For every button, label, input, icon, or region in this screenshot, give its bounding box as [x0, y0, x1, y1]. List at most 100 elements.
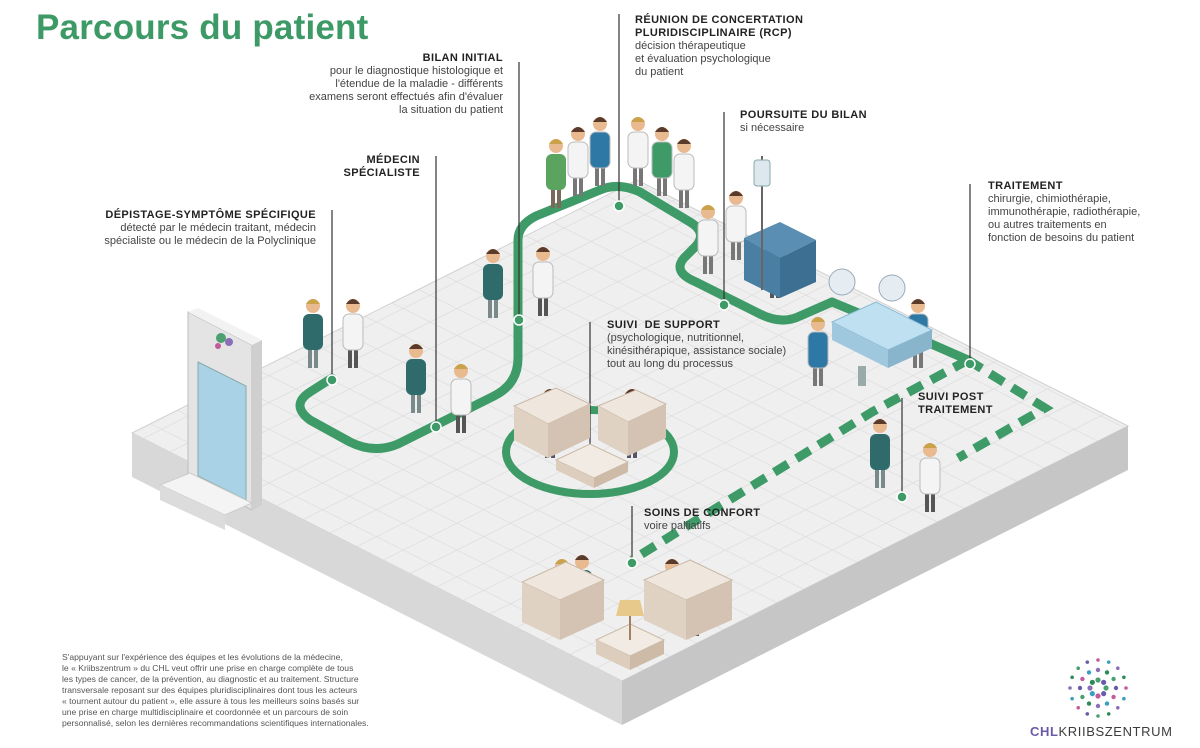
label-poursuite-title: POURSUITE DU BILAN — [740, 109, 867, 121]
logo-dot — [1103, 685, 1109, 691]
logo-dot — [1076, 705, 1081, 710]
marker-depistage — [326, 374, 338, 386]
person-figure — [627, 117, 649, 186]
person-figure — [807, 317, 829, 386]
label-depistage-title: DÉPISTAGE-SYMPTÔME SPÉCIFIQUE — [105, 209, 316, 221]
label-medecin-title: MÉDECIN SPÉCIALISTE — [343, 154, 420, 179]
label-support-title: SUIVI DE SUPPORT — [607, 319, 721, 331]
person-figure — [546, 139, 566, 208]
logo-name: KRIIBSZENTRUM — [1058, 724, 1173, 739]
leader-lines — [331, 14, 971, 562]
person-figure — [725, 191, 747, 260]
logo-dot — [1106, 712, 1111, 716]
label-confort-desc: voire palliatifs — [644, 520, 711, 532]
marker-bilan — [513, 314, 525, 326]
person-figure — [567, 127, 589, 196]
person-figure — [673, 139, 695, 208]
label-bilan-title: BILAN INITIAL — [422, 52, 503, 64]
logo-dot — [1085, 660, 1090, 664]
person-figure — [919, 443, 941, 512]
logo-dot — [1087, 685, 1093, 691]
logo-dot — [1104, 701, 1110, 706]
logo-dot — [1086, 701, 1092, 706]
label-support-desc: (psychologique, nutritionnel, kinésithér… — [607, 332, 787, 370]
logo-dot — [1095, 693, 1101, 699]
support-lounge — [512, 387, 668, 488]
label-confort-title: SOINS DE CONFORT — [644, 507, 761, 519]
logo-wordmark: CHLKRIIBSZENTRUM — [1030, 724, 1173, 739]
logo-dot — [1115, 705, 1120, 710]
logo-dot — [1111, 676, 1116, 682]
label-confort: SOINS DE CONFORT voire palliatifs — [644, 507, 804, 533]
label-traitement-desc: chirurgie, chimiothérapie, immunothérapi… — [988, 193, 1141, 244]
marker-traitement — [964, 358, 976, 370]
person-figure — [342, 299, 364, 368]
label-bilan-desc: pour le diagnostique histologique et l'é… — [309, 65, 503, 116]
logo-dot — [1085, 712, 1090, 716]
marker-medecin — [430, 421, 442, 433]
logo-dot — [1101, 691, 1107, 697]
logo-dot — [1096, 658, 1100, 662]
logo-dot — [1077, 685, 1083, 691]
label-depistage-desc: détecté par le médecin traitant, médecin… — [104, 222, 316, 247]
label-medecin: MÉDECIN SPÉCIALISTE — [300, 154, 420, 180]
logo-dot — [1104, 670, 1110, 675]
logo-dot — [1070, 675, 1074, 680]
logo-dot — [1086, 670, 1092, 675]
logo-dot — [1095, 677, 1101, 683]
label-traitement: TRAITEMENT chirurgie, chimiothérapie, im… — [988, 180, 1178, 245]
comfort-lounge — [520, 559, 734, 670]
label-bilan: BILAN INITIAL pour le diagnostique histo… — [273, 52, 503, 117]
logo-dot — [1106, 660, 1111, 664]
label-suivi-post-title: SUIVI POST TRAITEMENT — [918, 391, 993, 416]
logo-dot — [1124, 686, 1128, 690]
label-suivi-post: SUIVI POST TRAITEMENT — [918, 391, 1038, 417]
logo-dot — [1070, 696, 1074, 701]
door-logo-icon — [215, 333, 233, 349]
logo-dot — [1080, 694, 1085, 700]
logo-dot — [1076, 666, 1081, 671]
marker-confort — [626, 557, 638, 569]
logo-dot — [1115, 666, 1120, 671]
person-figure — [483, 249, 503, 318]
post-treatment-dashed-path — [629, 356, 1054, 564]
logo-dot — [1113, 685, 1119, 691]
logo-dot — [1111, 694, 1116, 700]
person-figure — [589, 117, 611, 186]
person-figure — [450, 364, 472, 433]
person-figure — [870, 419, 890, 488]
logo-dot — [1089, 679, 1095, 685]
operating-table — [828, 268, 934, 386]
logo-dot — [1101, 679, 1107, 685]
label-depistage: DÉPISTAGE-SYMPTÔME SPÉCIFIQUE détecté pa… — [56, 209, 316, 248]
label-rcp-desc: décision thérapeutique et évaluation psy… — [635, 40, 771, 78]
kriibszentrum-logo-icon — [1068, 658, 1128, 718]
logo-dot — [1122, 696, 1126, 701]
person-figure — [532, 247, 554, 316]
entrance-door — [158, 308, 262, 530]
logo-dot — [1095, 703, 1101, 709]
logo-dot — [1080, 676, 1085, 682]
label-poursuite-desc: si nécessaire — [740, 122, 805, 134]
treatment-chair — [744, 156, 816, 298]
person-figure — [406, 344, 426, 413]
logo-dot — [1095, 667, 1101, 673]
logo-dot — [1096, 714, 1100, 718]
label-support: SUIVI DE SUPPORT (psychologique, nutriti… — [607, 319, 827, 371]
marker-rcp — [613, 200, 625, 212]
label-poursuite: POURSUITE DU BILAN si nécessaire — [740, 109, 900, 135]
label-rcp-title: RÉUNION DE CONCERTATION PLURIDISCIPLINAI… — [635, 14, 804, 39]
footnote-text: S'appuyant sur l'expérience des équipes … — [62, 652, 369, 728]
logo-dot — [1068, 686, 1072, 690]
logo-dot — [1089, 691, 1095, 697]
logo-chl: CHL — [1030, 724, 1059, 739]
person-figure — [303, 299, 323, 368]
person-figure — [651, 127, 673, 196]
marker-poursuite — [718, 299, 730, 311]
logo-dot — [1122, 675, 1126, 680]
person-figure — [697, 205, 719, 274]
label-traitement-title: TRAITEMENT — [988, 180, 1063, 192]
marker-suivi-post — [896, 491, 908, 503]
label-rcp: RÉUNION DE CONCERTATION PLURIDISCIPLINAI… — [635, 14, 835, 79]
